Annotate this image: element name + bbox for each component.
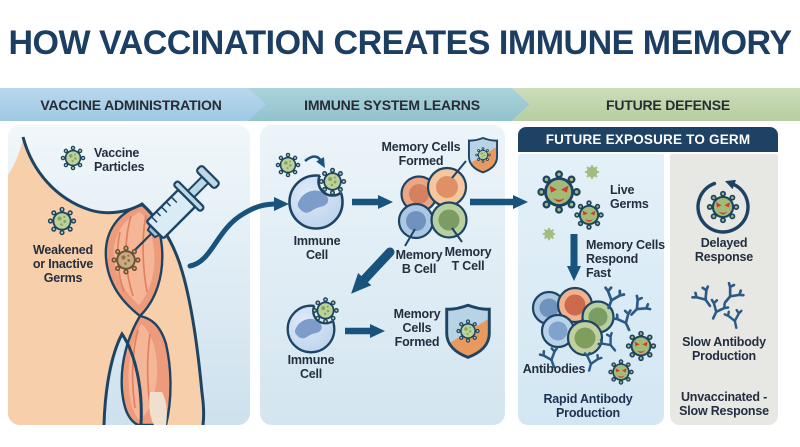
slow-antibody-icons [690, 280, 746, 331]
angry-germ-icon [537, 170, 581, 214]
pointer-lines [404, 160, 467, 247]
delayed-response-label: Delayed Response [694, 236, 754, 264]
banner-future-defense-label: FUTURE DEFENSE [606, 96, 730, 113]
weakened-germs-label: Weakened or Inactive Germs [32, 243, 94, 285]
attacked-germ-icon [625, 330, 657, 362]
plain-germ-icon [584, 164, 600, 180]
immune-cell-label-2: Immune Cell [287, 353, 335, 381]
responding-cell-cluster [531, 286, 615, 357]
memory-cells-formed-label-2: Memory Cells Formed [393, 307, 441, 349]
vaccinated-response-panel [518, 154, 664, 425]
rapid-antibody-label: Rapid Antibody Production [543, 392, 633, 420]
arrow-to-immune-cell [187, 197, 289, 269]
arrow-diagonal [351, 247, 395, 294]
live-germs-label: Live Germs [610, 183, 649, 211]
banner-vaccine-administration-label: VACCINE ADMINISTRATION [40, 96, 222, 113]
banner-vaccine-administration: VACCINE ADMINISTRATION [0, 88, 276, 121]
page-title: HOW VACCINATION CREATES IMMUNE MEMORY [8, 24, 793, 62]
syringe-ticks [151, 197, 178, 223]
germ-icon [60, 145, 86, 171]
banner-immune-system-learns-label: IMMUNE SYSTEM LEARNS [304, 96, 480, 113]
banner-future-defense: FUTURE DEFENSE [512, 88, 800, 121]
biceps-fibers [131, 329, 151, 409]
syringe-icon [133, 165, 220, 252]
plain-germ-icon [542, 227, 556, 241]
memory-cells-formed-label-1: Memory Cells Formed [381, 140, 461, 168]
future-exposure-header: FUTURE EXPOSURE TO GERM [518, 127, 778, 152]
attacked-germ-icon [608, 359, 634, 385]
shield-icon [446, 304, 491, 359]
delayed-response-icon [696, 179, 750, 234]
immune-cell-label-1: Immune Cell [293, 234, 341, 262]
slow-antibody-label: Slow Antibody Production [682, 335, 766, 363]
banner-immune-system-learns: IMMUNE SYSTEM LEARNS [248, 88, 530, 121]
tendon [149, 392, 167, 425]
angry-germ-icon [574, 200, 604, 230]
engulfed-germ-icon [318, 167, 347, 196]
memory-b-cell-label: Memory B Cell [395, 248, 443, 276]
memory-cell-cluster [397, 166, 468, 240]
memory-cells-respond-label: Memory Cells Respond Fast [586, 238, 665, 280]
unvaccinated-label: Unvaccinated - Slow Response [679, 390, 769, 418]
shield-icon [468, 137, 498, 173]
arm-illustration [8, 136, 220, 425]
injected-germ-icon [111, 245, 141, 275]
antibodies-label: Antibodies [522, 362, 586, 376]
germ-icon [275, 152, 301, 178]
memory-t-cell-label: Memory T Cell [444, 245, 492, 273]
immune-system-learns-panel [260, 125, 505, 425]
vaccine-particles-label: Vaccine Particles [94, 146, 145, 174]
weakened-germ-icon [47, 206, 77, 236]
engulfed-germ-icon [312, 297, 339, 324]
germ-engulf-arrow [304, 155, 325, 168]
arm-outline [21, 136, 206, 425]
future-exposure-header-label: FUTURE EXPOSURE TO GERM [545, 132, 751, 147]
